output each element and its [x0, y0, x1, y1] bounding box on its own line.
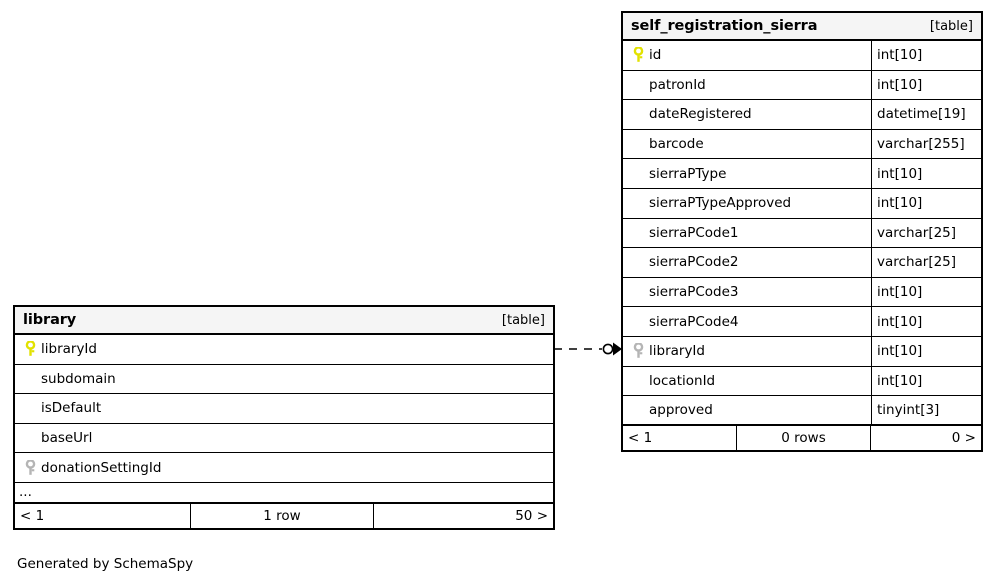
footer-prev-library[interactable]: < 1 — [20, 507, 45, 524]
table-row[interactable]: sierraPTypeApproved int[10] — [623, 188, 981, 219]
column-cell-type: datetime[19] — [871, 100, 981, 129]
column-name: subdomain — [41, 370, 116, 387]
column-cell-name: sierraPTypeApproved — [623, 189, 871, 218]
footer-rowcount-library: 1 row — [190, 503, 373, 528]
table-row[interactable]: patronId int[10] — [623, 70, 981, 101]
column-name: sierraPTypeApproved — [649, 195, 792, 212]
table-row[interactable]: sierraPType int[10] — [623, 159, 981, 189]
column-name: libraryId — [649, 343, 705, 360]
footer-prev-self-registration-sierra[interactable]: < 1 — [628, 429, 653, 446]
table-box-self-registration-sierra[interactable]: self_registration_sierra [table] id int[… — [621, 11, 983, 452]
column-name: id — [649, 47, 662, 64]
table-row[interactable]: sierraPCode2 varchar[25] — [623, 248, 981, 278]
column-cell-type: int[10] — [871, 159, 981, 188]
footer-next-library[interactable]: 50 > — [373, 503, 553, 528]
table-row[interactable]: baseUrl — [15, 424, 553, 454]
relationship-library-to-self-registration-sierra — [553, 338, 623, 360]
column-cell-name: barcode — [623, 130, 871, 159]
column-cell-name: baseUrl — [15, 424, 553, 453]
table-header-library: library [table] — [15, 307, 553, 335]
column-name: donationSettingId — [41, 459, 162, 476]
table-row[interactable]: sierraPCode1 varchar[25] — [623, 218, 981, 249]
column-cell-name: approved — [623, 396, 871, 424]
column-cell-name: libraryId — [15, 335, 553, 364]
table-row[interactable]: subdomain — [15, 365, 553, 395]
table-row[interactable]: approved tinyint[3] — [623, 396, 981, 426]
column-cell-name: dateRegistered — [623, 100, 871, 129]
column-name: sierraPCode2 — [649, 254, 739, 271]
column-name: baseUrl — [41, 430, 93, 447]
table-box-library[interactable]: library [table] libraryId subdomain — [13, 305, 555, 530]
column-cell-name: subdomain — [15, 365, 553, 394]
column-cell-type: int[10] — [871, 277, 981, 307]
table-row[interactable]: locationId int[10] — [623, 366, 981, 397]
column-cell-type: varchar[255] — [871, 129, 981, 159]
column-cell-type: tinyint[3] — [871, 396, 981, 424]
footer-next-self-registration-sierra[interactable]: 0 > — [870, 425, 981, 450]
table-columns-library: libraryId subdomain isDefault baseUrl — [15, 335, 553, 504]
column-cell-name: locationId — [623, 367, 871, 396]
column-name: dateRegistered — [649, 106, 752, 123]
column-cell-name: sierraPCode4 — [623, 307, 871, 336]
column-cell-name: libraryId — [623, 337, 871, 366]
column-cell-name: isDefault — [15, 394, 553, 423]
column-cell-type: int[10] — [871, 336, 981, 366]
table-footer-self-registration-sierra: < 1 0 rows 0 > — [623, 425, 981, 450]
column-cell-name: sierraPCode1 — [623, 219, 871, 248]
table-name-library: library — [23, 312, 77, 328]
column-cell-name: sierraPCode2 — [623, 248, 871, 277]
column-cell-type: int[10] — [871, 307, 981, 336]
table-row[interactable]: sierraPCode3 int[10] — [623, 277, 981, 308]
column-cell-type: int[10] — [871, 41, 981, 70]
column-cell-name: patronId — [623, 71, 871, 100]
column-name: sierraPCode3 — [649, 284, 739, 301]
column-name: approved — [649, 401, 713, 418]
table-row[interactable]: libraryId int[10] — [623, 336, 981, 367]
table-row[interactable]: libraryId — [15, 335, 553, 365]
column-name: patronId — [649, 76, 706, 93]
column-name: sierraPCode4 — [649, 313, 739, 330]
column-cell-type: int[10] — [871, 366, 981, 396]
more-columns-indicator[interactable]: ... — [15, 483, 553, 504]
column-cell-name: donationSettingId — [15, 453, 553, 482]
column-cell-type: varchar[25] — [871, 248, 981, 277]
foreign-key-icon — [19, 459, 41, 476]
primary-key-icon — [19, 341, 41, 357]
column-cell-name: sierraPType — [623, 159, 871, 188]
column-name: isDefault — [41, 400, 102, 417]
table-row[interactable]: isDefault — [15, 394, 553, 424]
table-row[interactable]: id int[10] — [623, 41, 981, 71]
column-name: libraryId — [41, 341, 97, 358]
table-columns-self-registration-sierra: id int[10] patronId int[10] dateRegister… — [623, 41, 981, 426]
column-name: locationId — [649, 372, 716, 389]
column-cell-name: id — [623, 41, 871, 70]
foreign-key-icon — [627, 343, 649, 359]
table-row[interactable]: donationSettingId — [15, 453, 553, 483]
column-cell-type: int[10] — [871, 70, 981, 100]
footer-rowcount-self-registration-sierra: 0 rows — [736, 425, 870, 450]
column-cell-type: int[10] — [871, 188, 981, 218]
generated-by-caption: Generated by SchemaSpy — [17, 556, 194, 572]
table-name-self-registration-sierra: self_registration_sierra — [631, 18, 818, 34]
table-header-self-registration-sierra: self_registration_sierra [table] — [623, 13, 981, 41]
table-kind-label-library: [table] — [501, 312, 545, 328]
more-columns-label: ... — [19, 483, 32, 500]
primary-key-icon — [627, 47, 649, 63]
column-name: barcode — [649, 136, 704, 153]
table-row[interactable]: barcode varchar[255] — [623, 129, 981, 160]
column-name: sierraPType — [649, 165, 727, 182]
table-row[interactable]: dateRegistered datetime[19] — [623, 100, 981, 130]
table-row[interactable]: sierraPCode4 int[10] — [623, 307, 981, 337]
table-kind-label-self-registration-sierra: [table] — [929, 18, 973, 34]
table-footer-library: < 1 1 row 50 > — [15, 503, 553, 528]
column-name: sierraPCode1 — [649, 224, 739, 241]
column-cell-type: varchar[25] — [871, 218, 981, 248]
column-cell-name: sierraPCode3 — [623, 278, 871, 307]
